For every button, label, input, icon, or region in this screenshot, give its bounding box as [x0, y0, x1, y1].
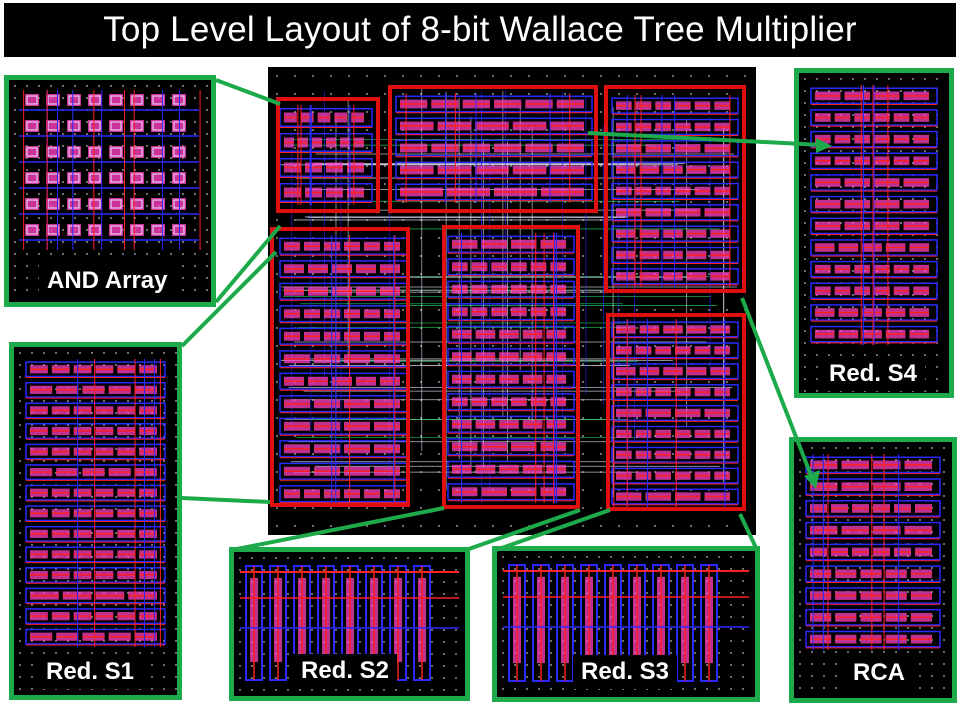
highlight-box-4 — [270, 227, 410, 507]
red-s4-label: Red. S4 — [821, 357, 926, 391]
page-title: Top Level Layout of 8-bit Wallace Tree M… — [4, 3, 956, 57]
red-s4-drawing — [804, 78, 938, 392]
layout-drawing — [270, 75, 746, 527]
rca-drawing — [799, 447, 945, 689]
highlight-box-1 — [276, 97, 380, 213]
red-s1-label: Red. S1 — [38, 655, 143, 689]
and-array-panel: AND Array — [4, 75, 216, 307]
red-s3-label: Red. S3 — [573, 655, 678, 689]
rca-label: RCA — [845, 656, 913, 690]
red-s3-drawing — [502, 556, 749, 690]
rca-panel: RCA — [789, 437, 957, 703]
highlight-box-2 — [388, 85, 598, 213]
red-s2-panel: Red. S2 — [229, 547, 470, 701]
highlight-box-5 — [442, 225, 580, 509]
top-level-layout — [268, 67, 756, 535]
and-array-label: AND Array — [39, 264, 176, 298]
highlight-box-3 — [604, 85, 746, 293]
and-array-drawing — [14, 85, 208, 291]
red-s2-label: Red. S2 — [293, 654, 398, 688]
connector-s1-bottom — [181, 496, 271, 504]
red-s4-panel: Red. S4 — [794, 68, 954, 398]
red-s1-panel: Red. S1 — [9, 342, 182, 700]
red-s1-drawing — [19, 352, 177, 690]
red-s3-panel: Red. S3 — [492, 546, 760, 702]
